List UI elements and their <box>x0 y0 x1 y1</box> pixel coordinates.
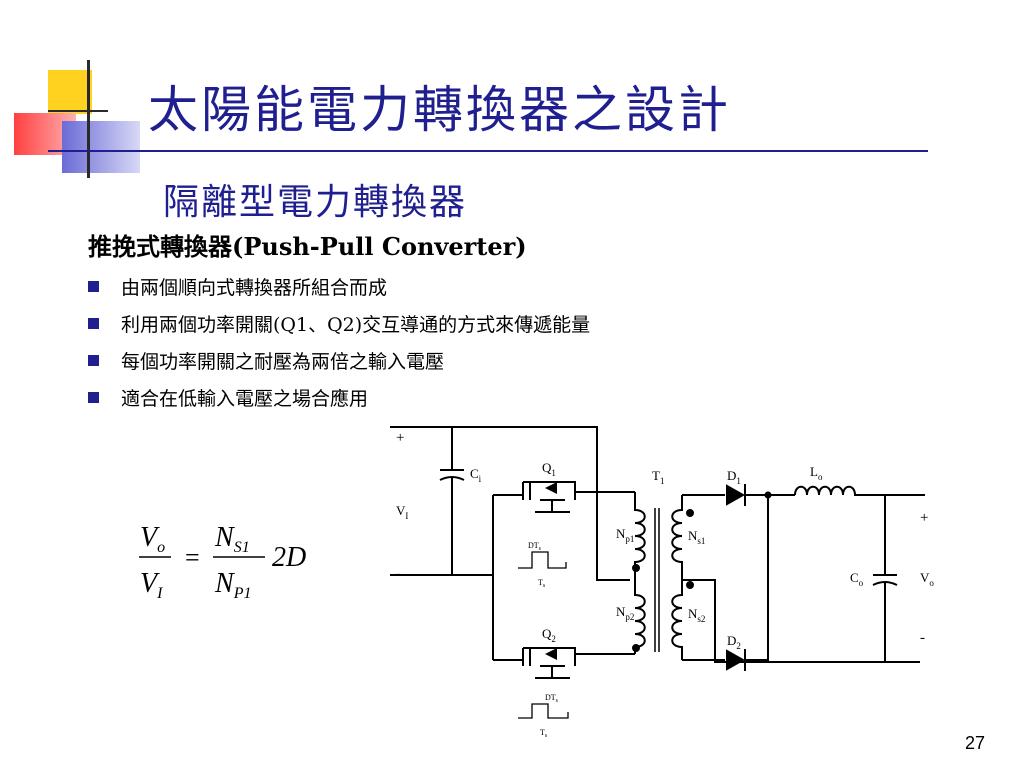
wire-secondary <box>682 494 795 661</box>
bullet-square-icon <box>88 392 99 403</box>
formula-vi: VI <box>140 568 163 602</box>
wire-secondary-return <box>682 579 920 663</box>
q1-diode-arrow-icon <box>545 482 557 494</box>
input-capacitor <box>439 427 465 575</box>
polarity-dot <box>686 509 694 517</box>
primary-winding-np1 <box>634 492 646 580</box>
label-ns2: Ns2 <box>688 606 705 624</box>
label-co: Co <box>850 570 864 588</box>
formula-equals: = <box>185 543 200 572</box>
polarity-dot <box>632 564 640 572</box>
logo-horizontal-line <box>48 110 108 112</box>
push-pull-circuit-diagram: + - VI Ci Q1 Q2 T1 D1 D2 Lo Np1 Np2 Ns1 … <box>390 426 934 739</box>
formula-vo: Vo <box>140 522 165 556</box>
logo-yellow-square <box>48 70 92 114</box>
label-q2: Q2 <box>542 626 556 644</box>
gate-pulse-q1 <box>518 551 567 569</box>
mosfet-q2 <box>493 647 635 679</box>
polarity-dot <box>632 644 640 652</box>
bullet-square-icon <box>88 318 99 329</box>
label-lo: Lo <box>810 464 823 482</box>
label-ts-q2: Ts <box>540 728 548 739</box>
circuit-labels: + - VI Ci Q1 Q2 T1 D1 D2 Lo Np1 Np2 Ns1 … <box>396 430 934 739</box>
label-dts-q1: DTs <box>528 541 542 552</box>
label-ns1: Ns1 <box>688 528 705 546</box>
bullet-list: 由兩個順向式轉換器所組合而成 利用兩個功率開關(Q1、Q2)交互導通的方式來傳遞… <box>88 268 590 416</box>
label-minus-in: - <box>396 566 401 582</box>
secondary-winding-ns1 <box>671 495 683 580</box>
label-np1: Np1 <box>616 526 634 544</box>
label-vo: Vo <box>920 570 934 588</box>
formula-np: NP1 <box>214 568 251 602</box>
label-plus-in: + <box>396 430 404 446</box>
inductor-lo <box>794 485 925 496</box>
label-d1: D1 <box>727 468 741 486</box>
slide-title: 太陽能電力轉換器之設計 <box>148 81 731 139</box>
bullet-text: 由兩個順向式轉換器所組合而成 <box>121 277 388 299</box>
bullet-item: 每個功率開關之耐壓為兩倍之輸入電壓 <box>88 342 590 379</box>
logo-blue-square <box>62 121 140 173</box>
bullet-square-icon <box>88 281 99 292</box>
wire-input-top <box>390 426 630 581</box>
title-divider <box>48 150 928 152</box>
page-number: 27 <box>965 733 986 753</box>
formula-ns: NS1 <box>214 522 250 556</box>
polarity-dot <box>686 581 694 589</box>
mosfet-q1 <box>493 481 635 513</box>
label-plus-out: + <box>920 510 928 526</box>
gate-pulse-q2 <box>518 703 569 719</box>
label-ts-q1: Ts <box>538 578 546 589</box>
q2-diode-arrow-icon <box>545 648 557 660</box>
label-q1: Q1 <box>542 460 556 478</box>
transformer-core <box>654 508 660 652</box>
label-ci: Ci <box>470 466 482 484</box>
bullet-item: 利用兩個功率開關(Q1、Q2)交互導通的方式來傳遞能量 <box>88 305 590 342</box>
section-heading: 推挽式轉換器(Push-Pull Converter) <box>88 232 527 261</box>
output-capacitor <box>872 495 898 662</box>
primary-winding-np2 <box>634 580 646 654</box>
diode-d1-icon <box>726 484 746 506</box>
secondary-winding-ns2 <box>671 580 683 660</box>
label-np2: Np2 <box>616 604 634 622</box>
label-d2: D2 <box>727 633 741 651</box>
diode-d2-icon <box>726 649 746 671</box>
junction-dot <box>764 491 772 499</box>
label-dts-q2: DTs <box>545 693 559 704</box>
label-vi: VI <box>396 503 408 521</box>
slide-subtitle: 隔離型電力轉換器 <box>163 182 468 223</box>
label-minus-out: - <box>920 630 925 646</box>
logo-vertical-line <box>87 60 90 178</box>
voltage-gain-formula: Vo VI = NS1 NP1 2D <box>139 522 306 602</box>
bullet-text: 每個功率開關之耐壓為兩倍之輸入電壓 <box>121 351 445 373</box>
bullet-item: 由兩個順向式轉換器所組合而成 <box>88 268 590 305</box>
bullet-text: 利用兩個功率開關(Q1、Q2)交互導通的方式來傳遞能量 <box>121 314 591 336</box>
label-t1: T1 <box>652 468 664 486</box>
bullet-item: 適合在低輸入電壓之場合應用 <box>88 379 590 416</box>
bullet-text: 適合在低輸入電壓之場合應用 <box>121 388 369 410</box>
bullet-square-icon <box>88 355 99 366</box>
formula-factor: 2D <box>272 542 306 573</box>
